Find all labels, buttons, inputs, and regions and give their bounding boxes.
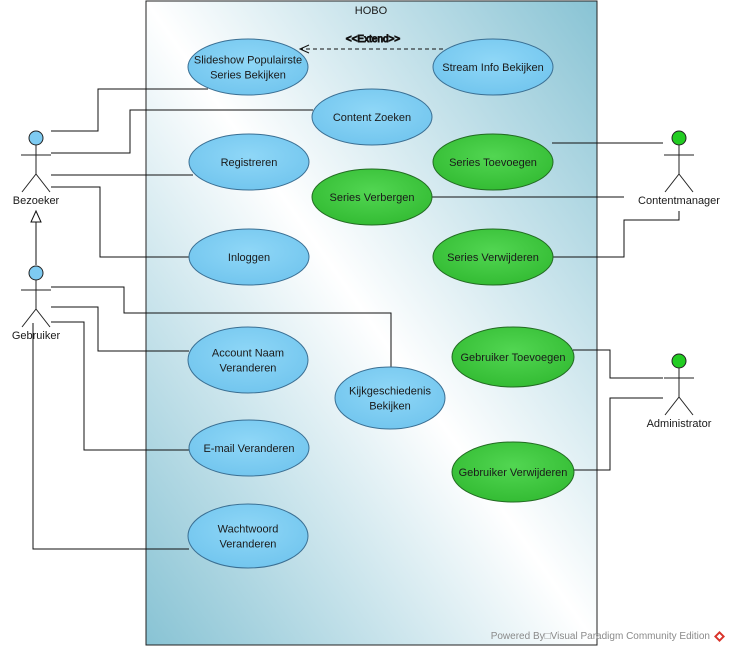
- use-case-ellipse[interactable]: [188, 419, 310, 477]
- use-case-ellipse[interactable]: [311, 168, 433, 226]
- generalization-relationship: [30, 209, 42, 265]
- use-case-label: Account Naam: [212, 348, 284, 360]
- association-line-bezoeker-content-zoeken: [51, 109, 313, 154]
- use-case-label: Registreren: [221, 157, 278, 169]
- association-line-contentmanager-series-verwijderen: [553, 211, 680, 258]
- use-case-label: Series Bekijken: [210, 70, 286, 82]
- actor-label: Administrator: [647, 418, 712, 430]
- use-case-label: Series Toevoegen: [449, 157, 537, 169]
- stick-figure-icon: [21, 145, 51, 193]
- use-case-ellipse[interactable]: [187, 38, 309, 96]
- generalization-arrowhead: [30, 209, 42, 223]
- use-case-series-verbergen[interactable]: Series Verbergen: [311, 168, 433, 226]
- use-case-label: Stream Info Bekijken: [442, 62, 544, 74]
- use-case-ellipse[interactable]: [187, 326, 309, 394]
- use-case-label: Wachtwoord: [218, 524, 279, 536]
- use-case-label: Veranderen: [220, 539, 277, 551]
- actor-administrator[interactable]: Administrator: [647, 353, 712, 430]
- use-case-ellipse[interactable]: [432, 133, 554, 191]
- actor-contentmanager[interactable]: Contentmanager: [638, 130, 720, 207]
- use-case-label: Content Zoeken: [333, 112, 411, 124]
- use-case-gebruiker-verwijderen[interactable]: Gebruiker Verwijderen: [451, 441, 575, 503]
- association-line-gebruiker-account-naam: [51, 306, 189, 352]
- actor-head-icon: [671, 353, 687, 369]
- actor-head-icon: [28, 265, 44, 281]
- use-case-series-toevoegen[interactable]: Series Toevoegen: [432, 133, 554, 191]
- association-line-bezoeker-inloggen: [51, 186, 189, 258]
- use-case-stream-info[interactable]: Stream Info Bekijken: [432, 38, 554, 96]
- association-line-gebruiker-kijkgeschiedenis: [51, 286, 392, 367]
- visual-paradigm-logo-icon: [714, 631, 725, 642]
- actor-label: Bezoeker: [13, 195, 60, 207]
- association-line-administrator-gebruiker-toevoegen: [573, 349, 663, 379]
- stick-figure-icon: [664, 145, 694, 193]
- use-case-series-verwijderen[interactable]: Series Verwijderen: [432, 228, 554, 286]
- use-case-ellipse[interactable]: [432, 228, 554, 286]
- actor-head-icon: [28, 130, 44, 146]
- use-case-ellipse[interactable]: [188, 133, 310, 191]
- actor-head-icon: [671, 130, 687, 146]
- use-case-label: Bekijken: [369, 401, 411, 413]
- use-case-email-veranderen[interactable]: E-mail Veranderen: [188, 419, 310, 477]
- use-case-label: Series Verbergen: [330, 192, 415, 204]
- use-case-label: Series Verwijderen: [447, 252, 539, 264]
- use-case-ellipse[interactable]: [334, 366, 446, 430]
- footer-credit: Powered By□Visual Paradigm Community Edi…: [491, 631, 725, 642]
- association-line-gebruiker-email-veranderen: [51, 321, 189, 451]
- stick-figure-icon: [664, 368, 694, 416]
- actor-gebruiker[interactable]: Gebruiker: [12, 265, 61, 342]
- use-case-label: Inloggen: [228, 252, 270, 264]
- use-case-ellipse[interactable]: [311, 88, 433, 146]
- association-line-administrator-gebruiker-verwijderen: [573, 397, 663, 471]
- actor-label: Gebruiker: [12, 330, 61, 342]
- actor-label: Contentmanager: [638, 195, 720, 207]
- use-case-label: Gebruiker Toevoegen: [461, 352, 566, 364]
- extend-label: <<Extend>>: [346, 34, 401, 45]
- system-title: HOBO: [355, 5, 388, 17]
- use-case-label: Gebruiker Verwijderen: [459, 467, 568, 479]
- extend-arrowhead: [298, 44, 310, 54]
- use-case-ellipse[interactable]: [188, 228, 310, 286]
- use-case-registreren[interactable]: Registreren: [188, 133, 310, 191]
- footer-text: Powered By□Visual Paradigm Community Edi…: [490, 631, 710, 642]
- association-line-gebruiker-wachtwoord: [32, 323, 189, 550]
- use-case-ellipse[interactable]: [432, 38, 554, 96]
- stick-figure-icon: [21, 280, 51, 328]
- association-line-bezoeker-slideshow: [51, 88, 208, 132]
- use-case-label: Kijkgeschiedenis: [349, 386, 431, 398]
- actor-bezoeker[interactable]: Bezoeker: [13, 130, 60, 207]
- use-case-ellipse[interactable]: [451, 441, 575, 503]
- use-case-gebruiker-toevoegen[interactable]: Gebruiker Toevoegen: [451, 326, 575, 388]
- use-case-label: Veranderen: [220, 363, 277, 375]
- use-case-content-zoeken[interactable]: Content Zoeken: [311, 88, 433, 146]
- use-case-label: E-mail Veranderen: [203, 443, 294, 455]
- use-case-ellipse[interactable]: [451, 326, 575, 388]
- connectors-layer: <<Extend>>: [30, 34, 680, 550]
- use-case-label: Slideshow Populairste: [194, 55, 302, 67]
- use-case-ellipse[interactable]: [187, 503, 309, 569]
- extend-relationship: <<Extend>>: [298, 34, 443, 54]
- use-case-inloggen[interactable]: Inloggen: [188, 228, 310, 286]
